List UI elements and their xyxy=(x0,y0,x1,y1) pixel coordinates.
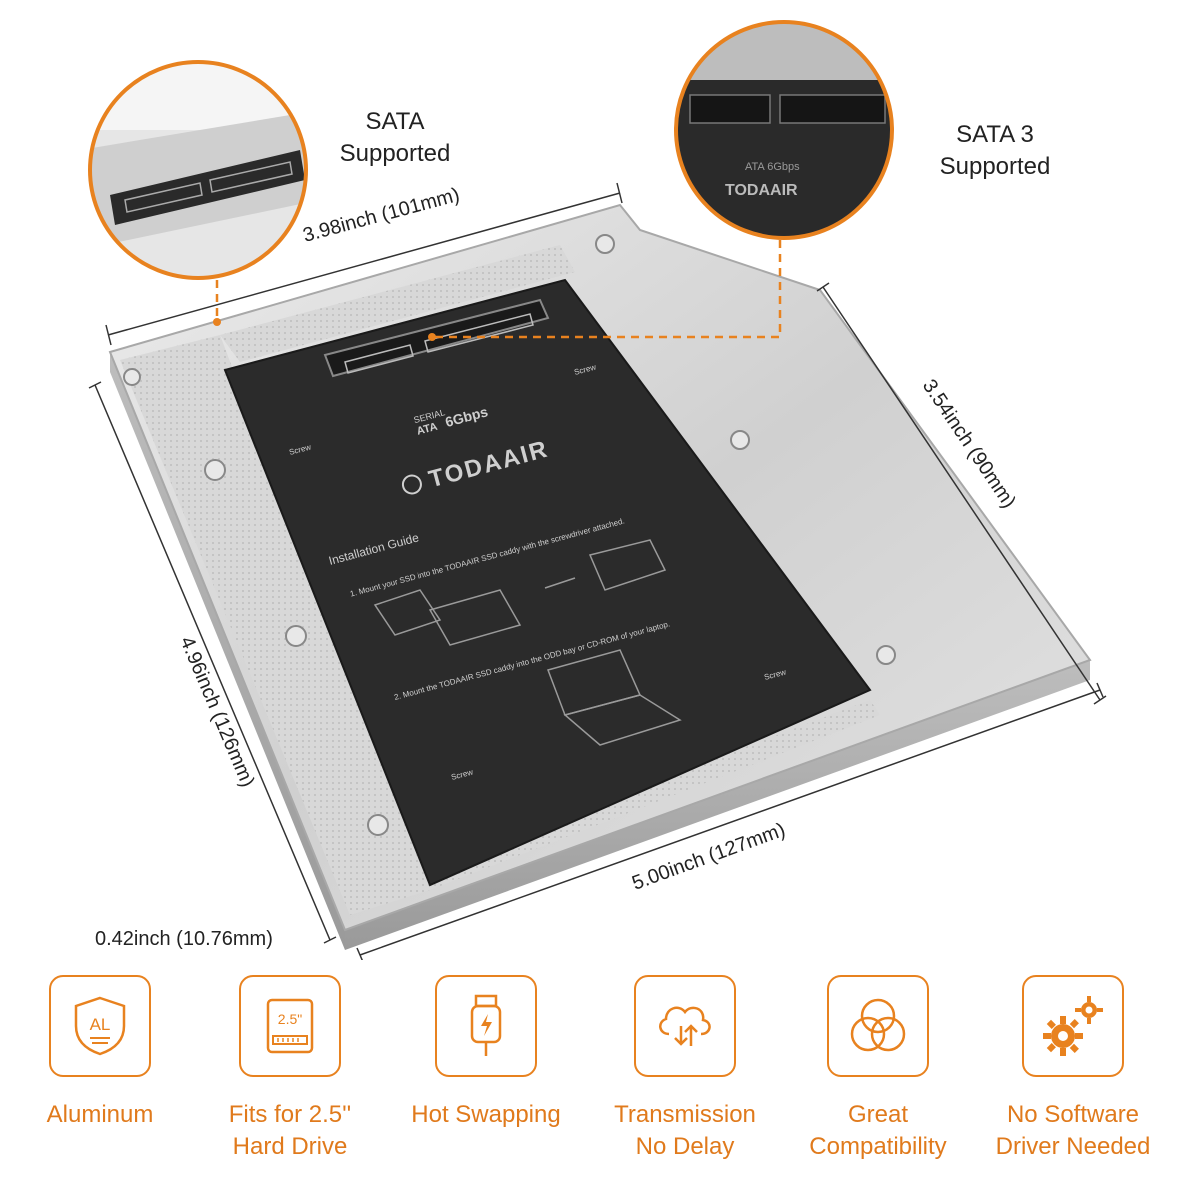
zoom-sata3-board: ATA 6Gbps TODAAIR xyxy=(674,20,894,240)
callout-leaders xyxy=(215,240,782,339)
feature-compatibility: Great Compatibility xyxy=(780,970,976,1163)
feature-label: Hot Swapping xyxy=(411,1101,561,1128)
interface-label-ata: ATA xyxy=(415,421,438,438)
feature-aluminum: AL Aluminum xyxy=(2,970,198,1131)
gears-icon xyxy=(1043,996,1103,1056)
feature-label: Transmission No Delay xyxy=(614,1101,756,1160)
callout-sata-supported: SATA Supported xyxy=(339,108,451,167)
svg-text:ATA 6Gbps: ATA 6Gbps xyxy=(745,161,800,173)
feature-row: AL Aluminum 2.5" Fits for 2.5'' Hard Dri… xyxy=(0,970,1200,1200)
feature-hot-swapping: Hot Swapping xyxy=(388,970,584,1131)
feature-label: Aluminum xyxy=(46,1101,154,1128)
aluminum-shield-icon: AL xyxy=(74,996,126,1056)
caddy-screws xyxy=(123,234,896,836)
svg-text:2.5": 2.5" xyxy=(278,1011,302,1027)
venn-circles-icon xyxy=(850,998,906,1052)
zoom-sata-connector xyxy=(88,60,308,280)
dimension-top-width: 3.98inch (101mm) xyxy=(301,184,462,247)
feature-no-driver: No Software Driver Needed xyxy=(975,970,1171,1163)
svg-text:TODAAIR: TODAAIR xyxy=(725,182,798,199)
cloud-transfer-icon xyxy=(659,1006,711,1046)
hard-drive-icon: 2.5" xyxy=(266,998,314,1054)
caddy-side-edge xyxy=(110,352,1090,950)
dimension-lines xyxy=(88,182,1107,960)
feature-transmission: Transmission No Delay xyxy=(587,970,783,1163)
callout-sata3-supported: SATA 3 Supported xyxy=(939,121,1051,180)
dimension-height: 0.42inch (10.76mm) xyxy=(95,928,273,950)
callout-dot-right xyxy=(428,333,436,341)
feature-label: No Software Driver Needed xyxy=(995,1101,1151,1160)
svg-text:AL: AL xyxy=(90,1015,111,1034)
usb-plug-icon xyxy=(470,994,502,1056)
brand-star-icon xyxy=(401,474,422,495)
feature-label: Great Compatibility xyxy=(809,1101,947,1160)
callout-dot-left xyxy=(213,318,221,326)
feature-fits-hard-drive: 2.5" Fits for 2.5'' Hard Drive xyxy=(192,970,388,1163)
install-diagram xyxy=(373,539,682,746)
product-illustration: SERIAL ATA 6Gbps TODAAIR Installation Gu… xyxy=(88,20,1107,960)
feature-label: Fits for 2.5'' Hard Drive xyxy=(228,1101,352,1160)
